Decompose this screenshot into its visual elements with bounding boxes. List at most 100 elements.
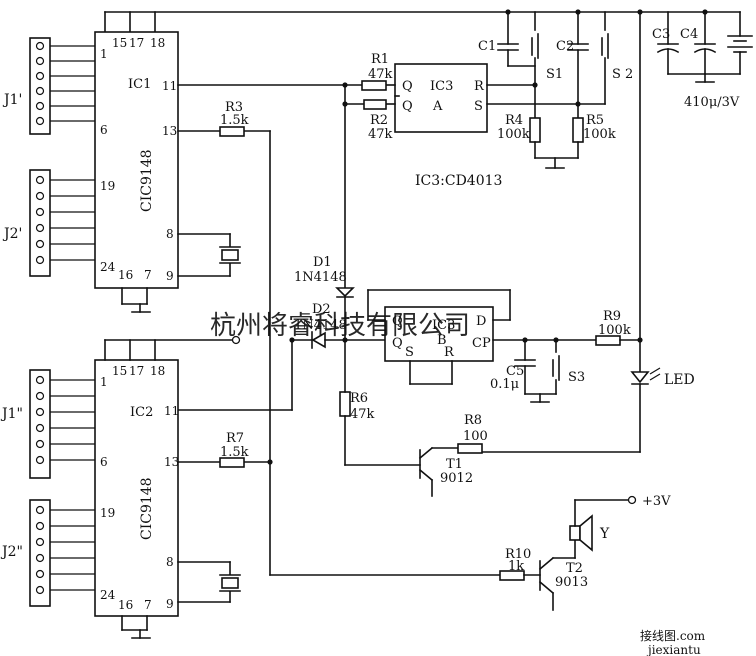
svg-text:S3: S3	[568, 370, 585, 385]
svg-text:47k: 47k	[368, 67, 393, 82]
svg-text:1.5k: 1.5k	[220, 113, 249, 128]
svg-text:D: D	[476, 314, 486, 329]
watermark-text: 杭州将睿科技有限公司	[210, 311, 470, 341]
svg-text:C2: C2	[556, 39, 574, 54]
switch-s2: S 2	[601, 11, 633, 105]
svg-text:17: 17	[129, 364, 144, 378]
svg-text:0.1μ: 0.1μ	[490, 377, 519, 392]
resistor-r3: R3 1.5k	[219, 100, 249, 137]
diode-d1: D1 1N4148	[294, 255, 355, 341]
svg-text:7: 7	[144, 598, 152, 612]
resistor-r8: R8 100	[457, 413, 488, 454]
svg-text:R7: R7	[226, 431, 244, 446]
svg-text:T1: T1	[446, 457, 463, 472]
svg-text:1N4148: 1N4148	[294, 318, 347, 333]
capacitor-c4: C4	[680, 11, 717, 75]
speaker: Y +3V	[569, 494, 671, 559]
ic1-part: CIC9148	[139, 149, 155, 212]
ic3b-unit: B	[437, 333, 447, 348]
connector-j1-double-prime: J1"	[0, 369, 95, 479]
svg-text:15: 15	[112, 36, 127, 50]
svg-text:19: 19	[100, 179, 115, 193]
connector-j2-double-prime: J2"	[0, 499, 95, 607]
connector-label: J1'	[2, 92, 22, 108]
svg-text:13: 13	[164, 455, 179, 469]
capacitor-c5: C5 0.1μ	[490, 339, 536, 395]
transistor-t2: T2 9013	[538, 556, 588, 611]
svg-text:R3: R3	[225, 100, 243, 115]
ic3b-flipflop: Q Q D S R CP IC3 B	[384, 306, 494, 362]
svg-text:9012: 9012	[440, 471, 473, 486]
battery	[727, 11, 753, 75]
ic2-name: IC2	[130, 405, 153, 420]
svg-text:15: 15	[112, 364, 127, 378]
svg-text:C4: C4	[680, 27, 698, 42]
svg-text:T2: T2	[566, 561, 583, 576]
svg-text:Q: Q	[392, 336, 403, 351]
svg-text:S 2: S 2	[612, 67, 633, 82]
svg-text:Q: Q	[392, 314, 403, 329]
svg-text:R5: R5	[586, 113, 604, 128]
transistor-t1: T1 9012	[418, 446, 473, 497]
svg-text:R9: R9	[603, 309, 621, 324]
svg-text:100k: 100k	[497, 127, 530, 142]
svg-text:18: 18	[150, 36, 165, 50]
ic1-name: IC1	[128, 77, 151, 92]
svg-text:24: 24	[100, 588, 116, 602]
connector-label: J2'	[2, 226, 22, 242]
svg-text:D2: D2	[312, 302, 331, 317]
svg-text:CP: CP	[472, 336, 491, 351]
svg-text:.com: .com	[676, 629, 706, 643]
ic3a-unit: A	[432, 99, 443, 114]
svg-text:接线图: 接线图	[640, 628, 676, 643]
resistor-r5: R5 100k	[572, 113, 616, 159]
svg-text:R8: R8	[464, 413, 482, 428]
site-logo: 接线图 .com jiexiantu	[640, 628, 706, 656]
svg-text:S1: S1	[546, 67, 563, 82]
svg-text:8: 8	[166, 555, 174, 569]
svg-text:R2: R2	[370, 113, 388, 128]
svg-text:R4: R4	[505, 113, 523, 128]
svg-text:6: 6	[100, 455, 108, 469]
diode-d2: D2 1N4148	[291, 302, 386, 349]
capacitor-c1: C1	[478, 11, 536, 67]
svg-text:100k: 100k	[598, 323, 631, 338]
capacitor-value: 410μ/3V	[684, 95, 740, 110]
connector-label: J1"	[0, 406, 23, 422]
svg-text:9013: 9013	[555, 575, 588, 590]
svg-text:R: R	[444, 345, 455, 360]
ic3b-name: IC3	[432, 318, 455, 333]
resistor-r10: R10 1k	[499, 547, 541, 581]
ic1-chip: 15 17 18 1 6 19 24 16 7 11 13 8 9 IC1 CI…	[94, 31, 179, 313]
svg-text:C3: C3	[652, 27, 670, 42]
resistor-r9: R9 100k	[595, 309, 641, 346]
svg-text:9: 9	[166, 597, 174, 611]
led: LED	[630, 339, 695, 453]
ic2-part: CIC9148	[139, 477, 155, 540]
svg-text:C5: C5	[506, 364, 524, 379]
svg-text:LED: LED	[664, 372, 695, 388]
svg-text:R6: R6	[350, 391, 368, 406]
svg-text:S: S	[405, 345, 414, 360]
crystal-ic2	[177, 561, 241, 603]
svg-text:16: 16	[118, 598, 133, 612]
svg-text:D1: D1	[313, 255, 332, 270]
resistor-r7: R7 1.5k	[219, 431, 249, 468]
svg-text:jiexiantu: jiexiantu	[646, 643, 701, 656]
svg-text:S: S	[474, 99, 483, 114]
svg-text:16: 16	[118, 268, 133, 282]
svg-text:1: 1	[100, 375, 108, 389]
svg-text:11: 11	[164, 404, 179, 418]
svg-text:13: 13	[162, 124, 177, 138]
ic3-note: IC3:CD4013	[415, 173, 502, 189]
svg-text:17: 17	[129, 36, 144, 50]
resistor-r1: R1 47k	[361, 52, 393, 91]
svg-text:R10: R10	[505, 547, 531, 562]
connector-j2-prime: J2'	[2, 169, 95, 277]
connector-label: J2"	[0, 544, 23, 560]
svg-text:Q: Q	[402, 79, 413, 94]
svg-text:47k: 47k	[350, 407, 375, 422]
capacitor-c3: C3	[652, 11, 680, 75]
svg-text:1: 1	[100, 47, 108, 61]
